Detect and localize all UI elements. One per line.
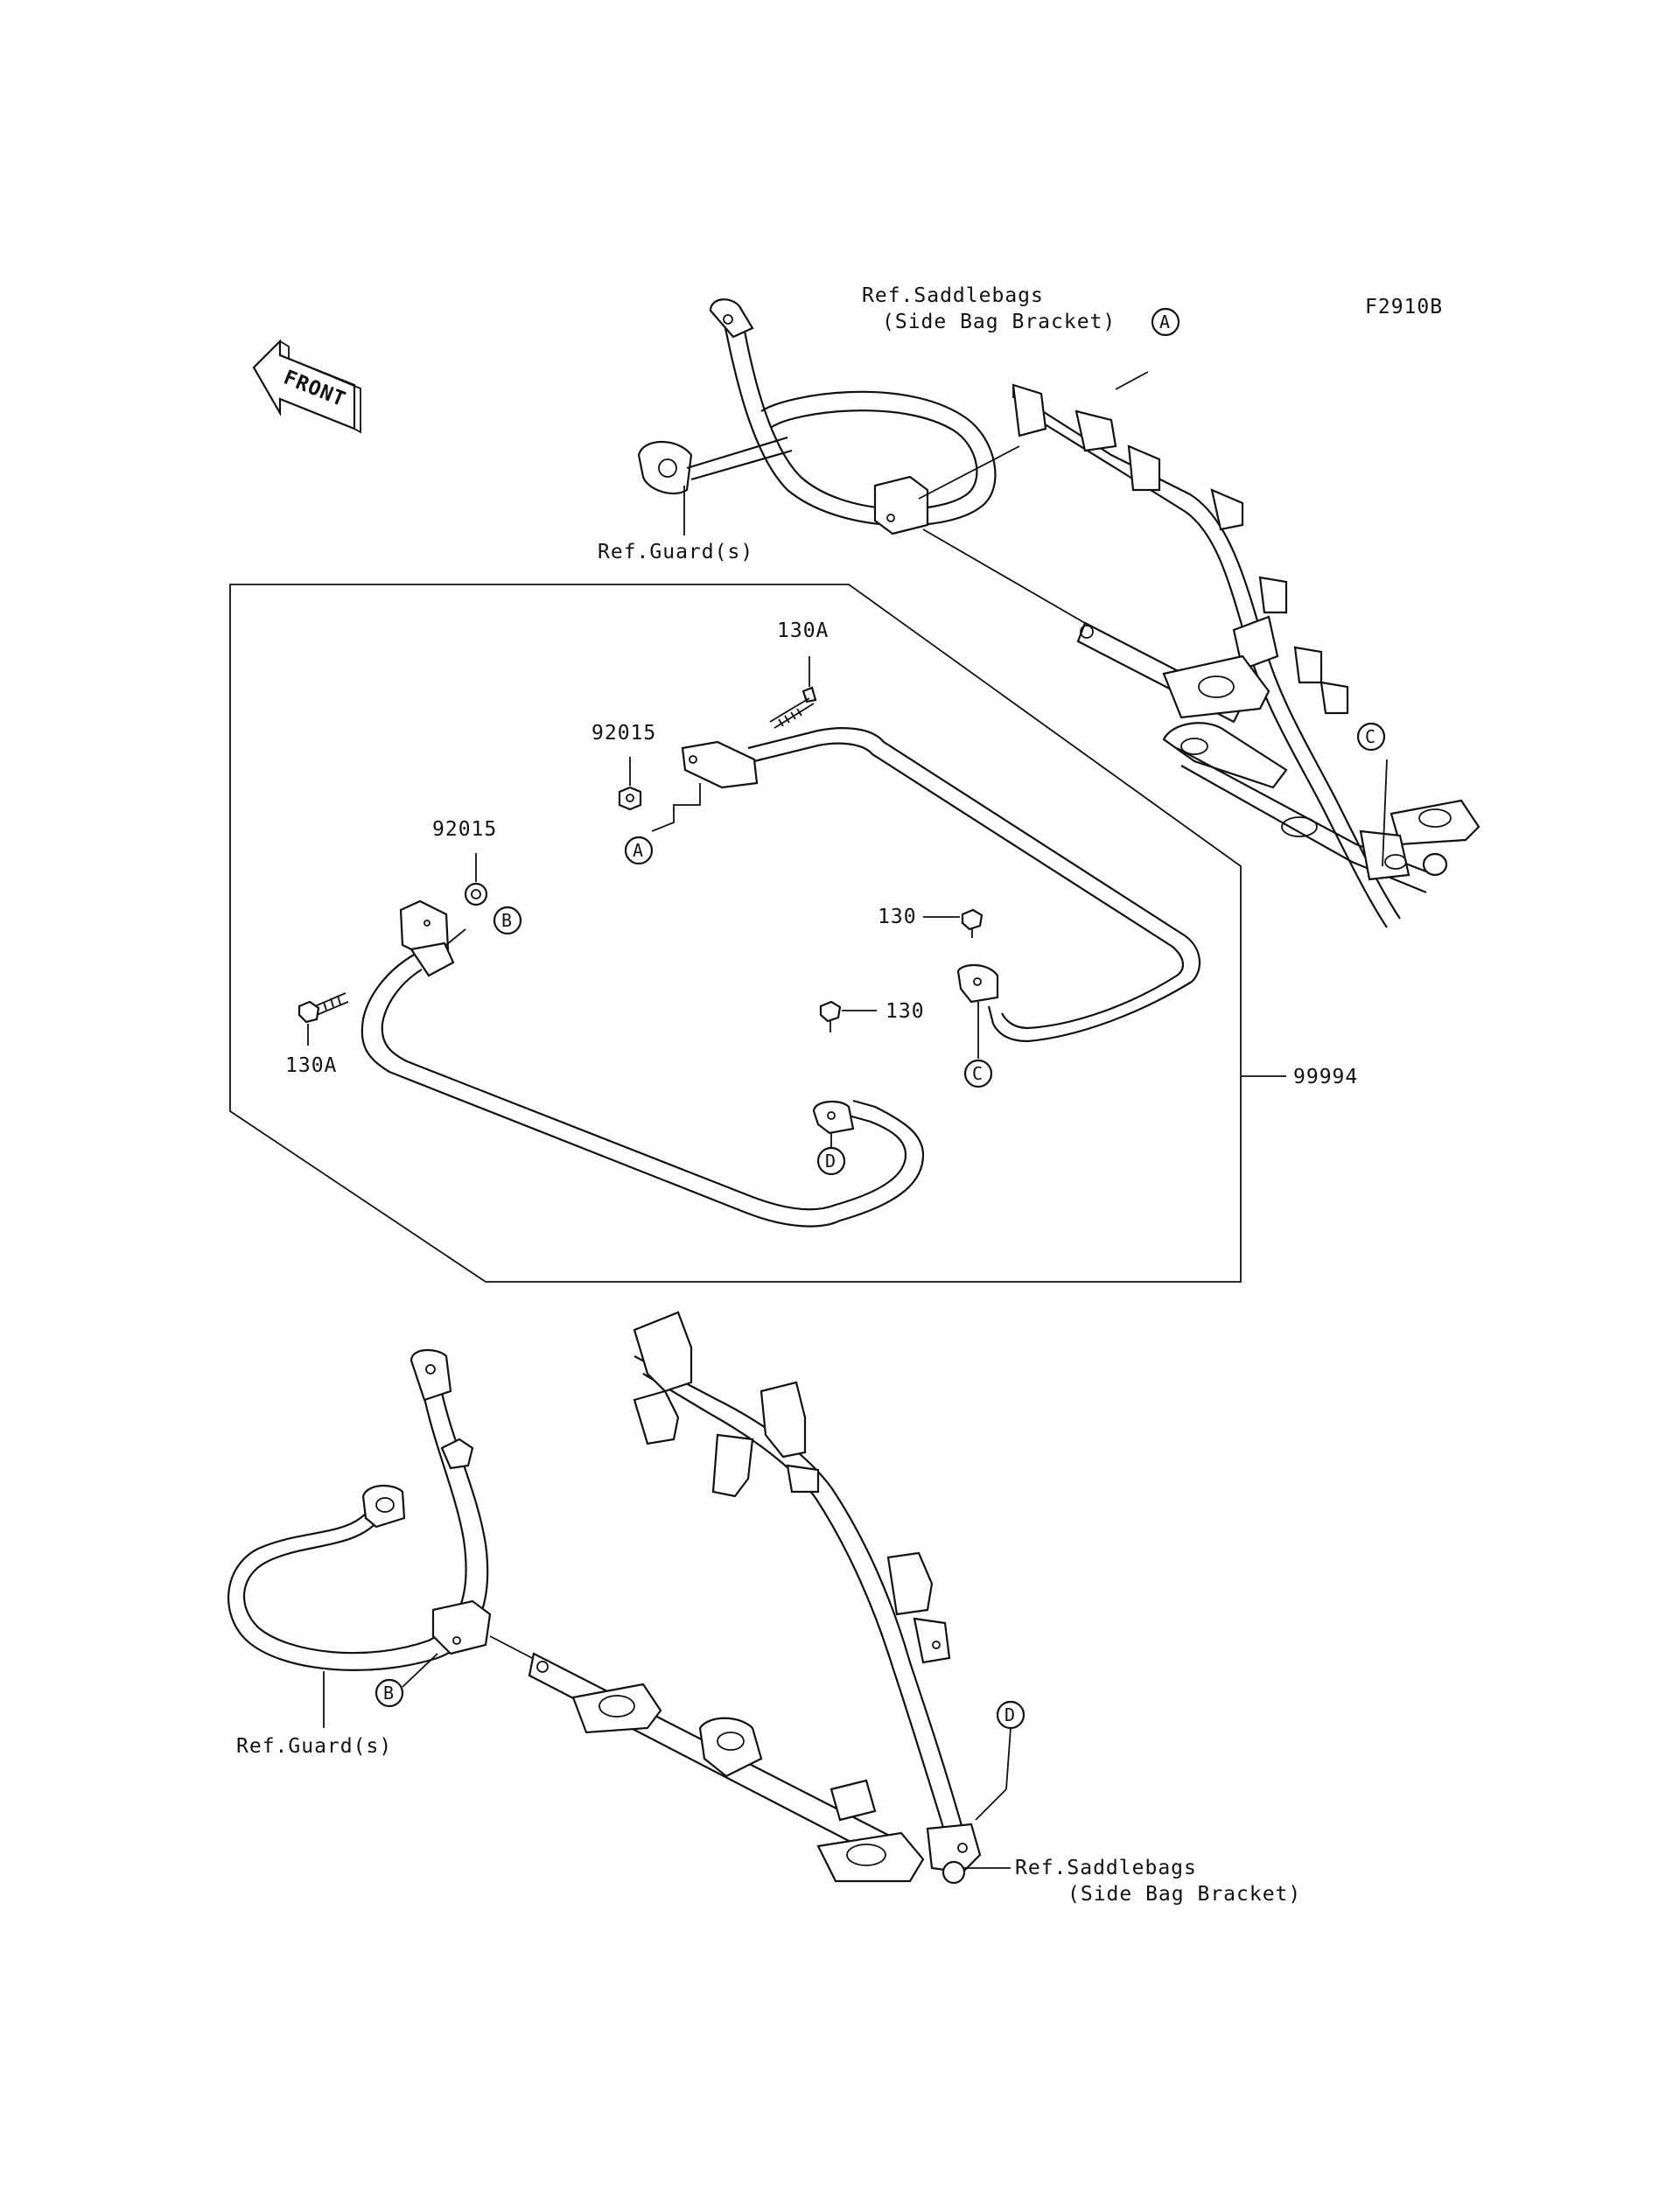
assembly-outline [229, 584, 1242, 1283]
nut-92015-upper-icon [618, 786, 642, 811]
svg-text:B: B [501, 910, 512, 931]
svg-text:B: B [383, 1683, 394, 1704]
svg-text:C: C [972, 1063, 983, 1084]
callout-ref-saddlebags-bottom-line1: Ref.Saddlebags [1015, 1857, 1197, 1879]
connection-marker-d-bottom: D [996, 1700, 1026, 1730]
part-number-92015-left: 92015 [432, 818, 497, 841]
lower-guard-bar [360, 899, 925, 1228]
part-number-assembly-99994: 99994 [1293, 1066, 1358, 1088]
connection-marker-a-top: A [1151, 307, 1180, 337]
svg-text:A: A [1159, 311, 1170, 332]
bolt-130-middle-icon [819, 1000, 842, 1032]
connection-marker-b-box: B [493, 906, 522, 935]
bolt-130-right-icon [961, 908, 984, 938]
svg-text:A: A [633, 840, 643, 861]
callout-ref-guards-top: Ref.Guard(s) [598, 541, 753, 563]
part-number-130A-left: 130A [285, 1054, 337, 1077]
bolt-130A-left-icon [298, 992, 349, 1024]
connection-marker-a-box: A [624, 836, 654, 865]
lower-reference-frame [228, 1311, 1012, 1885]
upper-guard-bar [681, 727, 1201, 1043]
part-number-130-right: 130 [878, 906, 917, 928]
connection-marker-c-top: C [1356, 722, 1386, 752]
figure-code: F2910B [1365, 296, 1443, 318]
part-number-130-middle: 130 [886, 1000, 925, 1023]
nut-92015-left-icon [464, 882, 488, 906]
connection-marker-d-box: D [816, 1146, 846, 1176]
connection-marker-b-bottom: B [374, 1678, 404, 1708]
callout-ref-saddlebags-top-line1: Ref.Saddlebags [862, 284, 1044, 307]
callout-ref-saddlebags-top-line2: (Side Bag Bracket) [882, 311, 1116, 333]
part-number-130A-upper: 130A [777, 619, 829, 642]
svg-text:D: D [1004, 1704, 1015, 1725]
svg-text:D: D [825, 1151, 836, 1172]
bolt-130A-upper-icon [769, 686, 817, 729]
svg-text:C: C [1365, 726, 1376, 747]
upper-reference-frame [637, 298, 1480, 928]
part-number-92015-upper: 92015 [592, 722, 656, 745]
front-direction-arrow-icon: FRONT [252, 339, 361, 434]
connection-marker-c-box: C [963, 1059, 993, 1088]
callout-ref-saddlebags-bottom-line2: (Side Bag Bracket) [1068, 1883, 1301, 1906]
callout-ref-guards-bottom: Ref.Guard(s) [236, 1735, 392, 1758]
